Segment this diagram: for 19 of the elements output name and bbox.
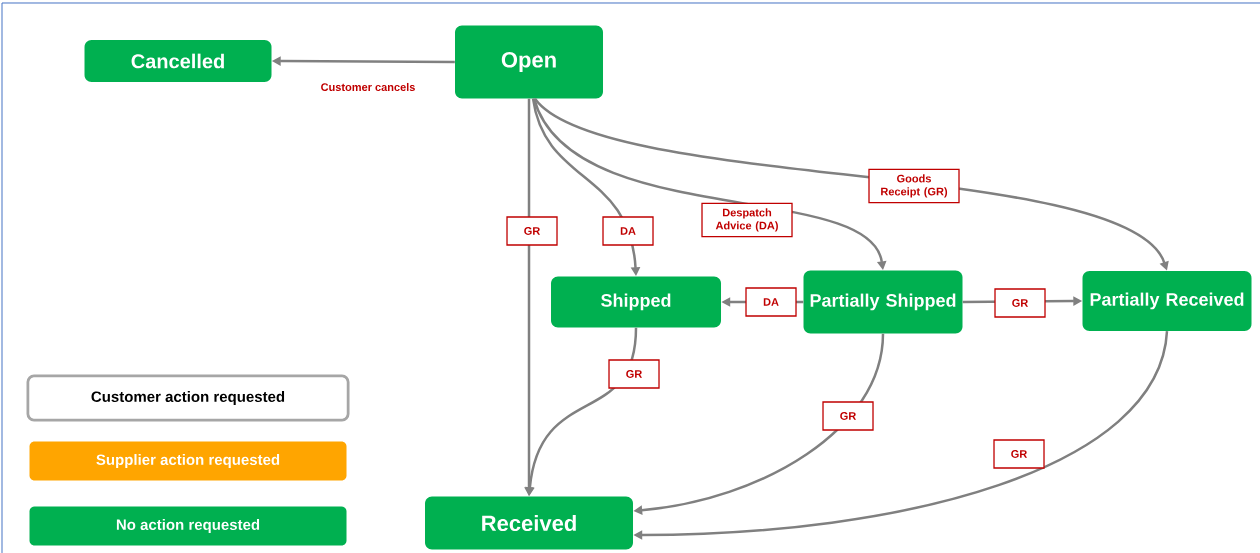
state-box: Received <box>425 496 633 550</box>
edge-label: GR <box>608 359 660 389</box>
state-box: Shipped <box>551 276 721 328</box>
edge-label: GR <box>993 439 1045 469</box>
edge-label: Goods Receipt (GR) <box>868 168 960 204</box>
legend-item: No action requested <box>29 506 347 546</box>
state-box: Partially Received <box>1082 271 1252 331</box>
edge-label: DA <box>602 216 654 246</box>
edge-label: Despatch Advice (DA) <box>701 202 793 238</box>
legend-item: Supplier action requested <box>29 441 347 481</box>
state-box: Cancelled <box>84 40 272 82</box>
state-box: Partially Shipped <box>803 270 963 334</box>
edge-label: Customer cancels <box>319 81 417 93</box>
edge-label: GR <box>994 288 1046 318</box>
legend-item: Customer action requested <box>26 374 350 422</box>
edge-label: GR <box>822 401 874 431</box>
edge-label: GR <box>506 216 558 246</box>
state-box: Open <box>455 25 603 99</box>
edge-label: DA <box>745 287 797 317</box>
